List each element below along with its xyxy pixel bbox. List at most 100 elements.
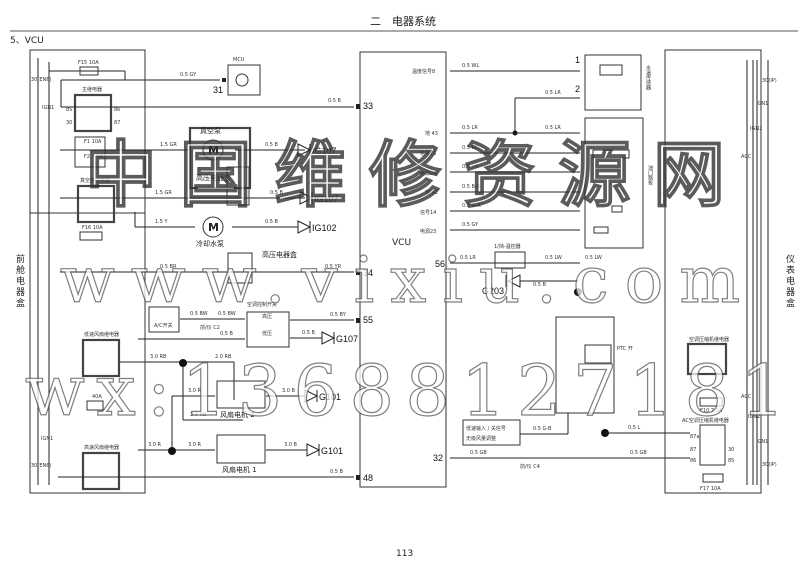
wire-label: 0.5 B-R (462, 184, 481, 190)
motor-icon (202, 216, 224, 238)
thermostat (494, 251, 526, 269)
ground-label: G101 (319, 392, 341, 402)
wire-label: 2.0 RB (215, 354, 232, 360)
vcu-pin-55: 55 (363, 315, 373, 325)
thermostat-label: 1/挡-温控器 (494, 243, 521, 250)
ground-label: IG107 (312, 146, 337, 156)
fuse-label: F16 10A (82, 225, 103, 231)
vacuum-pump-box (188, 126, 252, 190)
wire-label: 0.5 B (533, 282, 547, 288)
bus-label: 30(EN6) (31, 463, 51, 469)
wire-label: 3.0 B (284, 442, 298, 448)
low-fan-relay (81, 338, 121, 378)
watermark-text: wx:13688127181 (25, 350, 785, 432)
ptc-label: PTC 开 (617, 346, 633, 352)
vcu-pin-32: 32 (433, 453, 443, 463)
relay-label: AC空调压缩机继电器 (682, 417, 729, 424)
relay-label: 高速风扇继电器 (84, 444, 119, 451)
hv-box-label: 高压电器盒 (262, 250, 297, 259)
chapter-title: 二 电器系统 (370, 15, 436, 28)
ac-compressor-relay (699, 424, 726, 466)
relay-pin: 87a (690, 434, 699, 440)
wire-label: 0.5 B (265, 219, 279, 225)
wire-label: 3.0 RB (150, 354, 167, 360)
bus-label: ACC (741, 154, 752, 160)
label-char: 器 (16, 287, 25, 298)
fuse-label: F17 10A (700, 486, 721, 492)
main-relay (73, 93, 113, 133)
ac-switch-label: A/C开关 (154, 322, 173, 329)
connector-label: 前/仪 C4 (520, 463, 540, 470)
vcu-pin-33: 33 (363, 101, 373, 111)
low-speed-input-box (462, 419, 521, 446)
bus-label: IGN2 (748, 414, 760, 420)
accelerator-pedal (584, 117, 644, 249)
bus-label: IGN1 (756, 101, 768, 107)
wire-label: 0.5 B (328, 98, 342, 104)
switch-label: 高压 (262, 313, 272, 320)
vcu-box (359, 51, 447, 488)
ac-switch (148, 306, 180, 333)
compressor-relay (686, 342, 728, 376)
fuse-label: F10 7.5A (700, 408, 723, 414)
ground-label: G107 (336, 334, 358, 344)
vcu-pin-48: 48 (363, 473, 373, 483)
bus-label: 30(EN6) (31, 77, 51, 83)
relay-pin: 30 (728, 447, 734, 453)
wire-label: 0.5 YR (462, 164, 479, 170)
wire-label: 0.5 BW (218, 311, 236, 317)
fuse-f17 (702, 473, 724, 483)
page-number: 113 (396, 549, 413, 559)
fuse-f15 (79, 66, 99, 76)
water-pump-label: 冷却水泵 (196, 239, 224, 248)
label-char: 电 (16, 275, 25, 287)
hv-box-label: 高压电器盒 (196, 173, 231, 182)
wire-label: 0.5 YR (325, 264, 342, 270)
wire-label: 0.5 B (330, 469, 344, 475)
wire-label: 1.5 Y (155, 219, 169, 225)
fuse-f10 (699, 397, 723, 407)
vcu-label: VCU (392, 238, 411, 248)
fuse-label: F2 7.5A (84, 154, 104, 160)
wire-label: 0.5 B (302, 330, 316, 336)
relay-pin: 30 (66, 120, 72, 126)
ac-control-label: 空调控制开关 (247, 301, 277, 308)
svg-text:1: 1 (575, 55, 580, 65)
pedal-label: 油门踏板 (647, 164, 653, 186)
wire-label: 0.5 BR (160, 264, 177, 270)
wire-label: 1.5 GR (160, 142, 177, 148)
label-char: 盒 (16, 297, 25, 309)
wire-label: 0.5 LW (585, 255, 602, 261)
instrument-electrical-box (664, 49, 762, 494)
watermark-text: 中国维修资源网 (85, 133, 725, 217)
fuse-40a (86, 400, 104, 411)
vcu-pin-8: 温度信号8 (412, 68, 435, 75)
wire-label: 0.5 LW (545, 255, 562, 261)
watermark-text: www.vixiu.com (60, 244, 740, 318)
label-char: 表 (786, 264, 795, 276)
high-fan-relay (81, 451, 121, 491)
ground-icon (297, 143, 312, 157)
fan2-label: 风扇电机 2 (220, 410, 255, 419)
splice-dot (168, 447, 176, 455)
wire-label: 0.5 G-R (462, 203, 481, 209)
fan-motor-2 (216, 380, 266, 409)
wire-label: 0.5 L (628, 425, 641, 431)
svg-text:M: M (208, 144, 219, 157)
relay-pin: 85 (728, 458, 734, 464)
vcu-pin-43: 地 43 (425, 130, 438, 137)
bus-label: IGN1 (41, 436, 53, 442)
low-input-label: 低速输入 / 关信号 (466, 425, 506, 432)
wire-label: 0.5 GY (462, 222, 479, 228)
wire-label: 0.5 LR (545, 90, 561, 96)
vcu-pin-14: 信号14 (420, 209, 436, 216)
vcu-pin-42: 地 42 (425, 189, 438, 196)
wire-label: 0.5 B (270, 190, 284, 196)
bus-label: ACC (741, 394, 752, 400)
connector-label: 前/仪 C2 (200, 324, 220, 331)
wire-label: 0.5 GB (630, 450, 647, 456)
temp-sensor-label: 水温传感器 (645, 64, 651, 91)
relay-label: 真空泵继电器 (80, 177, 110, 184)
fan-motor-1 (216, 434, 266, 464)
